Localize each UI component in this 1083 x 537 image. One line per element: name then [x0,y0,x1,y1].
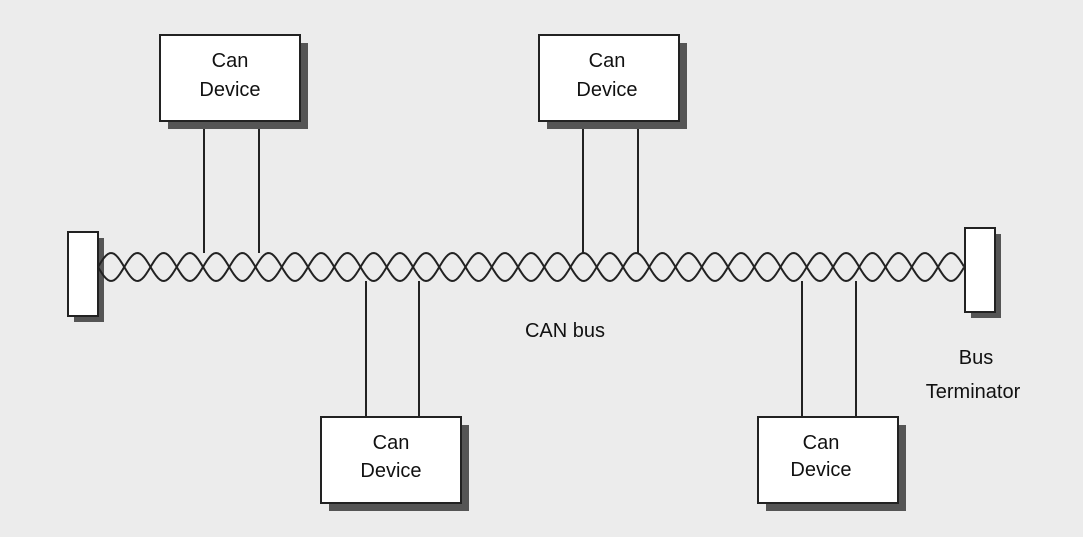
device-label-line1: Can [803,432,840,454]
device-label-line2: Device [576,79,637,101]
device-label-line1: Can [373,432,410,454]
device-label-line2: Device [360,460,421,482]
device-label-line1: Can [589,50,626,72]
right-terminator [964,227,1001,318]
device-box [757,416,899,504]
device-label-line2: Device [790,459,851,481]
device-bottom-center: Can Device [320,281,469,511]
device-bottom-right: Can Device [757,281,906,511]
bus-wire-b [97,251,965,283]
left-terminator [67,231,104,322]
bus-label: CAN bus [525,320,605,342]
device-box [320,416,462,504]
bus-wire-a [97,251,965,283]
device-top-left: Can Device [159,34,308,253]
device-label-line2: Device [199,79,260,101]
twisted-pair-bus [97,251,965,283]
terminator-label-line2: Terminator [926,381,1021,403]
device-box [159,34,301,122]
device-box [538,34,680,122]
device-top-center: Can Device [538,34,687,253]
device-label-line1: Can [212,50,249,72]
terminator-label-line1: Bus [959,347,993,369]
